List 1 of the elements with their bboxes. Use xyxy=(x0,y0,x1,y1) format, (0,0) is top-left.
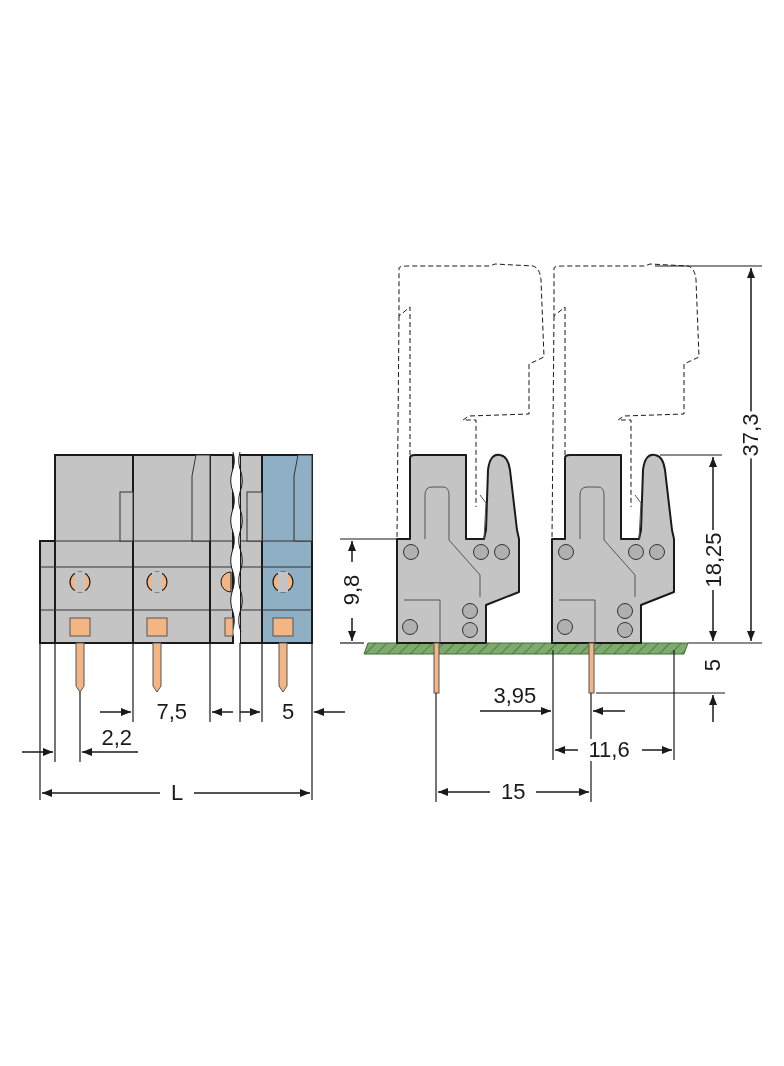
dimension-label: 3,95 xyxy=(491,685,539,707)
